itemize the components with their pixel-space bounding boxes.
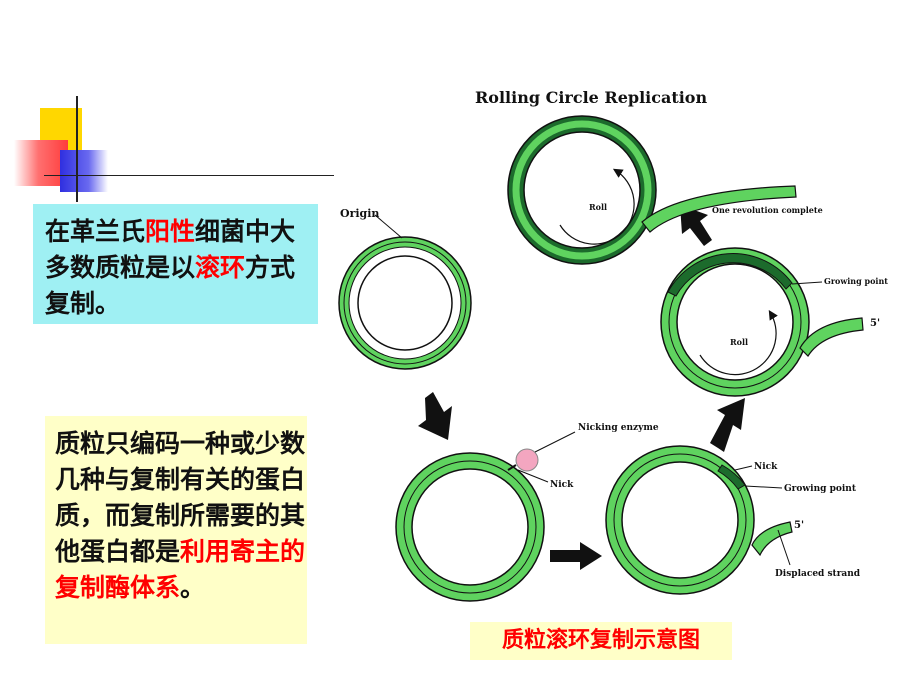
decor-horizontal-line [44,175,334,176]
displaced-pointer [777,529,791,566]
decor-red-square [14,140,68,186]
arrow-step-3 [710,398,745,452]
origin-pointer [374,214,403,239]
label-displaced-strand: Displaced strand [775,569,861,579]
label-origin: Origin [340,207,379,220]
nicking-enzyme [515,448,539,472]
decor-vertical-line [76,96,78,202]
plasmid-elongation [660,247,864,397]
plasmid-nicked [395,452,545,602]
plasmid-revolution-complete [507,115,797,265]
label-5prime-1: 5' [794,520,804,531]
plasmid-origin [338,236,472,370]
label-growing-point-2: Growing point [824,276,888,286]
label-roll-1: Roll [589,202,607,212]
arrow-step-1 [418,392,452,440]
box1-highlight-positive: 阳性 [145,217,196,246]
label-nick-2: Nick [754,462,778,472]
box1-text-b: 细菌中大多数质粒是以 [45,217,296,282]
enzyme-pointer [534,431,576,453]
box2-text-a: 质粒只编码一种或少数几种与复制有关的蛋白质，而复制所需要的其他蛋白都是 [55,429,306,566]
box1-text-c: 方式复制。 [45,253,296,318]
label-one-revolution: One revolution complete [712,205,823,215]
box2-highlight-host: 利用寄主的复制酶体系 [55,537,306,602]
label-5prime-2: 5' [870,318,880,329]
label-nicking-enzyme: Nicking enzyme [578,423,659,433]
growing-point-pointer-2 [791,281,823,285]
nick-pointer-1 [517,469,549,483]
box1-highlight-rolling: 滚环 [195,253,246,282]
text-box-host-enzymes: 质粒只编码一种或少数几种与复制有关的蛋白质，而复制所需要的其他蛋白都是利用寄主的… [45,416,307,644]
arrow-step-2 [550,542,602,570]
box2-text-b: 。 [180,573,206,602]
label-roll-2: Roll [730,337,748,347]
diagram-title: Rolling Circle Replication [475,88,707,107]
decor-blue-square [60,150,108,192]
growing-point-pointer-1 [744,485,783,489]
label-growing-point-1: Growing point [784,484,857,494]
plasmid-displacement [605,445,793,595]
nick-pointer-2 [734,465,753,471]
label-nick-1: Nick [550,480,574,490]
arrow-step-4 [680,205,712,246]
diagram-caption: 质粒滚环复制示意图 [470,622,732,660]
box1-text-a: 在革兰氏 [45,217,146,246]
text-box-gram-positive: 在革兰氏阳性细菌中大多数质粒是以滚环方式复制。 [33,204,318,324]
